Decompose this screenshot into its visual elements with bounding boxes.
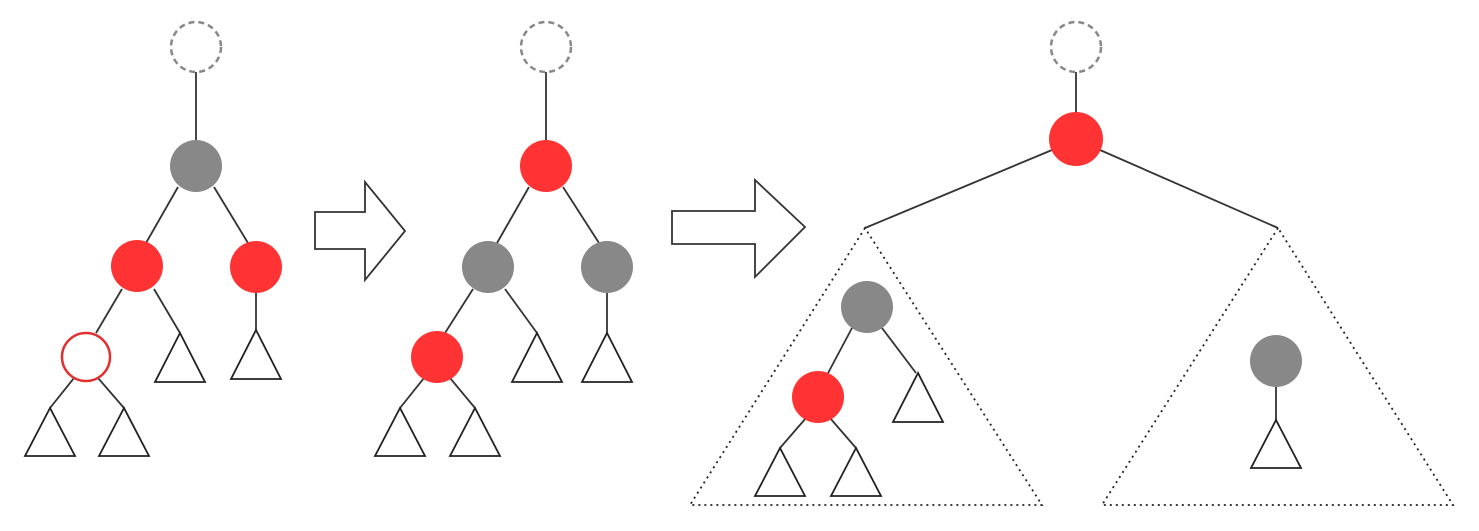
left-black-node — [841, 281, 893, 333]
edge — [829, 417, 857, 449]
subtree-triangle — [373, 406, 427, 457]
subtree-triangle — [510, 331, 564, 383]
step-abstracted — [688, 20, 1455, 506]
edge — [449, 377, 476, 409]
ghost-parent-node — [519, 20, 573, 74]
subtree-triangle — [580, 331, 634, 383]
subtree-triangle — [891, 371, 945, 423]
ghost-parent-node — [1049, 20, 1103, 74]
step-after-recolor — [373, 20, 634, 457]
subtree-triangle — [97, 406, 151, 457]
edge — [444, 288, 474, 334]
parent-node — [462, 241, 514, 293]
ghost-parent-node — [169, 20, 223, 74]
uncle-node — [230, 241, 282, 293]
edge — [145, 186, 179, 244]
edge — [826, 327, 853, 376]
transition-arrow — [314, 179, 407, 283]
subtree-triangle — [153, 331, 207, 383]
edge — [504, 288, 538, 334]
subtree-triangle — [753, 446, 807, 497]
subtree-triangle — [448, 406, 502, 457]
edge — [213, 186, 249, 244]
transition-arrow — [671, 177, 807, 280]
edge — [864, 149, 1053, 229]
edge — [49, 377, 75, 409]
inserted-node — [60, 331, 112, 383]
edge — [779, 417, 807, 449]
subtree-triangle — [229, 328, 283, 380]
edge — [562, 186, 600, 244]
edge — [1099, 149, 1279, 229]
edge — [97, 377, 125, 409]
parent-node — [111, 240, 163, 292]
subtree-triangle — [23, 406, 77, 457]
right-black-node — [1250, 335, 1302, 387]
edge — [496, 186, 530, 244]
left-red-node — [792, 371, 844, 423]
root-node — [1049, 112, 1103, 166]
left-subtree-group — [688, 226, 1044, 506]
step-before — [23, 20, 283, 457]
subtree-triangle — [829, 446, 883, 497]
edge — [95, 288, 123, 334]
grandparent-node — [520, 140, 572, 192]
subtree-triangle — [1249, 418, 1303, 469]
edge — [881, 327, 917, 374]
edge — [399, 377, 425, 409]
grandparent-node — [170, 140, 222, 192]
uncle-node — [581, 241, 633, 293]
inserted-node — [411, 331, 463, 383]
edge — [153, 288, 181, 334]
